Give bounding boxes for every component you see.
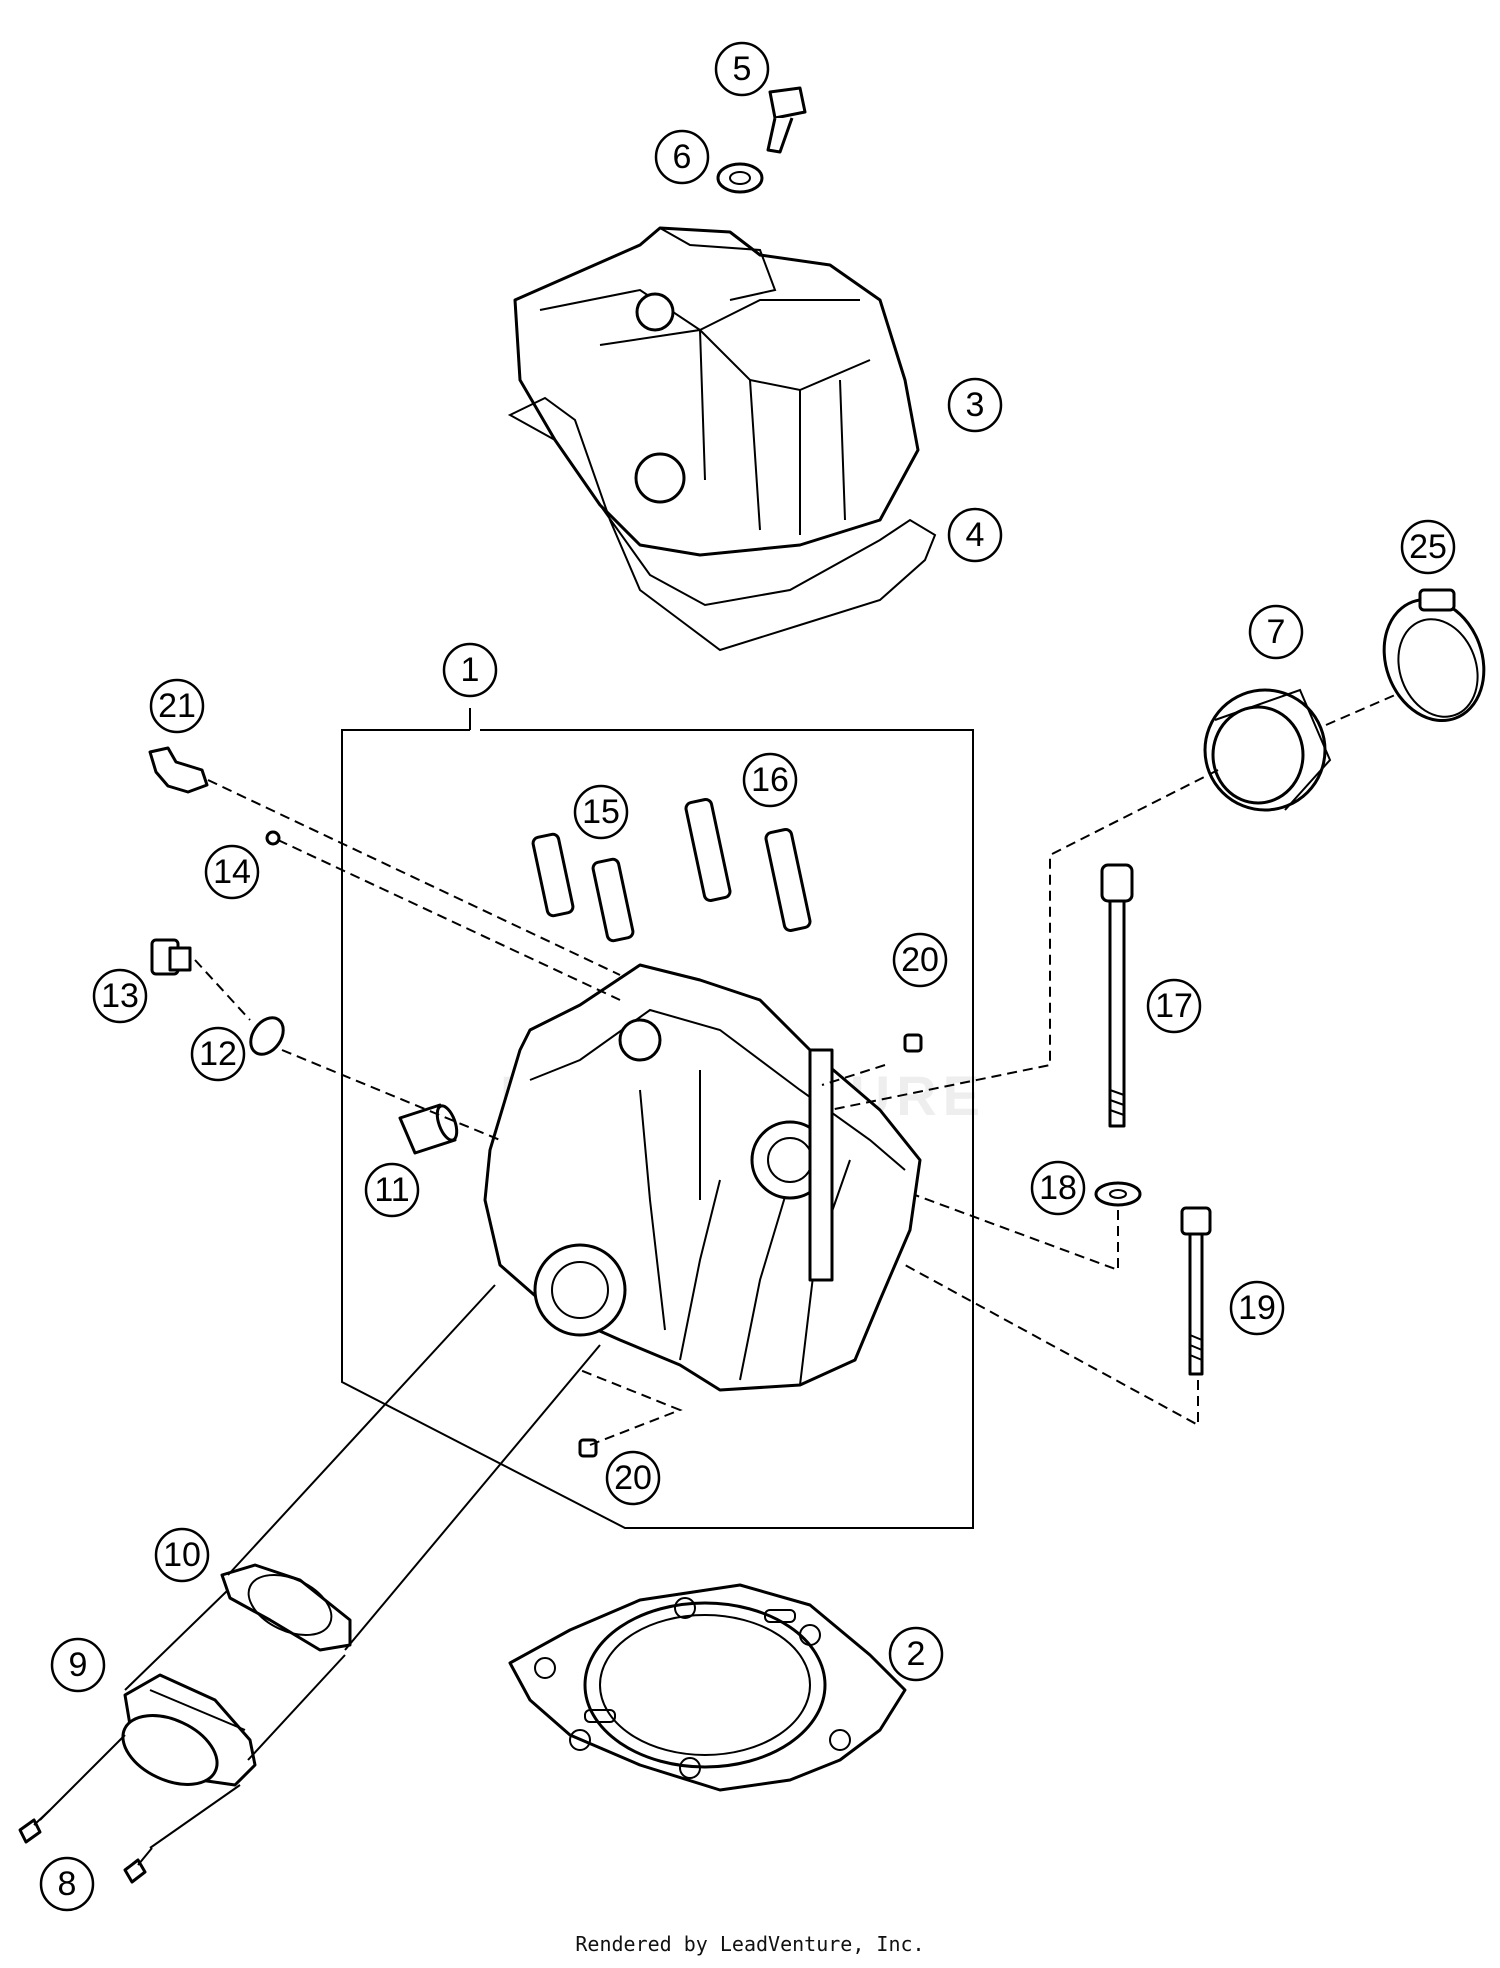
valve-guides <box>531 798 812 943</box>
dowel-sleeve-upper <box>903 1033 923 1053</box>
svg-text:17: 17 <box>1155 987 1193 1025</box>
cylinder-head-bolt-short <box>1180 1206 1212 1376</box>
svg-text:13: 13 <box>101 977 139 1015</box>
callout-2: 2 <box>888 1626 944 1682</box>
intake-manifold <box>121 1673 257 1787</box>
svg-text:16: 16 <box>751 761 789 799</box>
svg-text:12: 12 <box>199 1035 237 1073</box>
callout-5: 5 <box>714 41 770 97</box>
callout-18: 18 <box>1030 1160 1086 1216</box>
callout-17: 17 <box>1146 978 1202 1034</box>
svg-text:21: 21 <box>158 687 196 725</box>
callout-10: 10 <box>154 1527 210 1583</box>
callout-20-upper: 20 <box>892 932 948 988</box>
render-credit: Rendered by LeadVenture, Inc. <box>575 1932 925 1956</box>
small-plug <box>265 830 281 846</box>
cover-seal <box>716 162 764 194</box>
manifold-screws <box>18 1809 153 1884</box>
svg-text:8: 8 <box>58 1865 77 1903</box>
assembly-box <box>341 729 974 1529</box>
cylinder-head <box>483 963 922 1392</box>
explode-lines <box>194 694 1396 1446</box>
svg-text:20: 20 <box>614 1459 652 1497</box>
intake-gasket <box>220 1563 352 1652</box>
callout-16: 16 <box>742 752 798 808</box>
svg-text:19: 19 <box>1238 1289 1276 1327</box>
callout-13: 13 <box>92 968 148 1024</box>
svg-text:5: 5 <box>733 50 752 88</box>
intake-leaders <box>39 1284 601 1849</box>
seal-ring <box>249 1016 285 1056</box>
svg-text:25: 25 <box>1409 528 1447 566</box>
svg-text:15: 15 <box>582 793 620 831</box>
svg-text:18: 18 <box>1039 1169 1077 1207</box>
callout-3: 3 <box>947 377 1003 433</box>
callout-6: 6 <box>654 129 710 185</box>
cylinder-head-gasket <box>508 1583 907 1792</box>
callout-7: 7 <box>1248 604 1304 660</box>
callout-21: 21 <box>149 678 205 734</box>
svg-text:10: 10 <box>163 1536 201 1574</box>
callout-11: 11 <box>364 1162 420 1218</box>
plug-screw <box>150 938 192 976</box>
svg-text:3: 3 <box>966 386 985 424</box>
svg-text:20: 20 <box>901 941 939 979</box>
svg-text:9: 9 <box>69 1646 88 1684</box>
callout-4: 4 <box>947 507 1003 563</box>
svg-text:7: 7 <box>1267 613 1286 651</box>
intake-flange <box>1203 688 1332 812</box>
callout-25: 25 <box>1400 519 1456 575</box>
svg-text:2: 2 <box>907 1635 926 1673</box>
callout-12: 12 <box>190 1026 246 1082</box>
callout-9: 9 <box>50 1637 106 1693</box>
svg-text:4: 4 <box>966 516 985 554</box>
svg-text:1: 1 <box>461 651 480 689</box>
svg-text:14: 14 <box>213 853 251 891</box>
cover-bolt <box>766 86 807 154</box>
washer <box>1094 1181 1142 1207</box>
callout-1: 1 <box>442 642 498 698</box>
dowel-pin <box>398 1103 459 1155</box>
cover-gasket <box>507 396 937 652</box>
callout-20-lower: 20 <box>605 1450 661 1506</box>
callout-15: 15 <box>573 784 629 840</box>
svg-text:6: 6 <box>673 138 692 176</box>
hose-clamp <box>1382 588 1486 723</box>
nipple-fitting <box>148 746 209 794</box>
cylinder-head-cover <box>513 226 920 557</box>
callout-8: 8 <box>39 1856 95 1912</box>
cylinder-head-bolt-long <box>1100 863 1134 1128</box>
svg-text:11: 11 <box>374 1171 409 1209</box>
callout-14: 14 <box>204 844 260 900</box>
callout-19: 19 <box>1229 1280 1285 1336</box>
dowel-sleeve-lower <box>578 1438 598 1458</box>
